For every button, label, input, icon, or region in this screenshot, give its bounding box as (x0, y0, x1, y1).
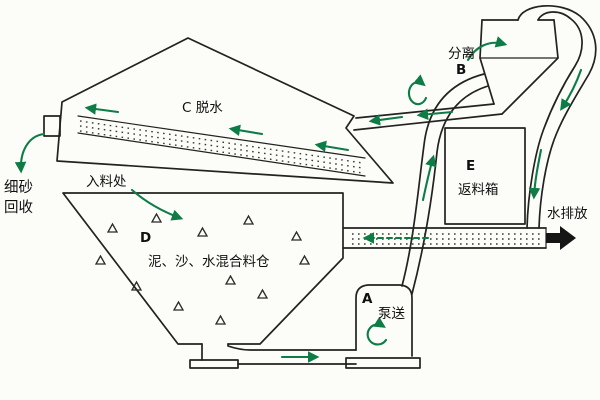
pump-body (355, 284, 413, 357)
overflow-pipe (517, 4, 597, 229)
return-pipe (342, 227, 547, 249)
aggregate-particles (94, 212, 311, 325)
hopper-foot (189, 359, 239, 369)
riser-pipe (401, 73, 489, 295)
cyclone-separator (479, 19, 559, 115)
label-fine-sand-line2: 回收 (4, 199, 33, 216)
label-separator-id: B (456, 62, 466, 78)
particle-triangle (256, 288, 269, 299)
flow-arrow-fine-sand (14, 132, 46, 174)
return-box-outline (444, 127, 526, 225)
particle-triangle (130, 280, 143, 291)
flow-arrow-screen-3 (314, 140, 350, 153)
flow-arrow-underflow-2 (368, 114, 404, 126)
return-box (444, 127, 526, 225)
particle-triangle (224, 274, 237, 285)
particle-triangle (242, 214, 255, 225)
label-return-box-name: 返料箱 (458, 182, 499, 198)
flow-arrow-screen-1 (84, 103, 120, 115)
label-hopper-name: 泥、沙、水混合料仓 (148, 254, 270, 270)
flow-arrow-overflow-2 (528, 148, 543, 200)
label-water-discharge: 水排放 (547, 206, 588, 222)
mixing-hopper (62, 192, 344, 345)
water-discharge-arrow-icon (546, 226, 576, 250)
particle-triangle (106, 222, 119, 233)
label-pump-name: 泵送 (378, 306, 405, 322)
flow-arrow-screen-2 (228, 124, 264, 137)
particle-triangle (196, 226, 209, 237)
label-fine-sand-line1: 细砂 (4, 179, 33, 196)
particle-triangle (150, 212, 163, 223)
label-pump-id: A (362, 291, 373, 307)
particle-triangle (172, 300, 185, 311)
pump-swirl-arrow (366, 316, 388, 346)
flow-arrow-riser (421, 154, 437, 202)
particle-triangle (290, 230, 303, 241)
label-return-box-id: E (466, 158, 475, 174)
label-hopper-id: D (140, 230, 151, 246)
flow-arrow-overflow-1 (560, 68, 583, 111)
diagram-labels: 分离 B C 脱水 细砂 回收 入料处 D 泥、沙、水混合料仓 E 返料箱 水排… (4, 45, 588, 322)
particle-triangle (298, 254, 311, 265)
particle-triangle (214, 314, 227, 325)
vortex-swirl-arrow (407, 74, 428, 106)
label-separator: 分离 (448, 45, 475, 62)
pump (345, 284, 421, 369)
label-feed-inlet: 入料处 (86, 174, 127, 190)
particle-triangle (94, 254, 107, 265)
flow-arrow-underflow-1 (416, 108, 454, 120)
flow-arrow-separator (466, 36, 508, 62)
bottom-pipe (189, 343, 357, 369)
hopper-outline (62, 192, 344, 345)
screen-outline (56, 37, 394, 184)
flow-arrows (14, 36, 583, 363)
fine-sand-outlet-nub (43, 115, 61, 137)
flow-arrow-feed-inlet (130, 188, 184, 221)
label-dewatering: C 脱水 (182, 100, 223, 116)
pump-base (345, 357, 421, 369)
